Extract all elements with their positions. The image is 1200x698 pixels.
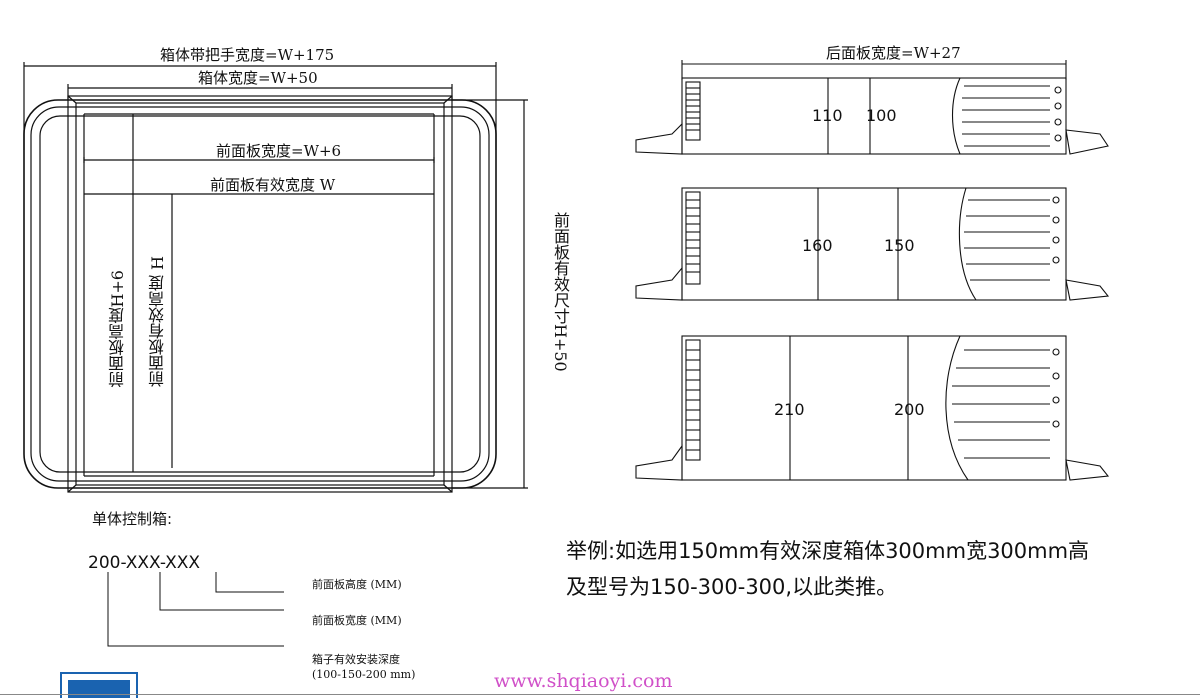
overall-width-label: 箱体带把手宽度=W+175: [160, 46, 335, 64]
website-url[interactable]: www.shqiaoyi.com: [494, 670, 673, 692]
legend-front-panel-width: 前面板宽度 (MM): [312, 614, 402, 627]
side-view-2-inner-depth: 150: [884, 236, 915, 255]
legend-install-depth-values: (100-150-200 mm): [312, 668, 416, 681]
example-line-1: 举例:如选用150mm有效深度箱体300mm宽300mm高: [566, 539, 1090, 563]
side-view-2-outer-depth: 160: [802, 236, 833, 255]
side-view-3: [635, 335, 1110, 481]
brand-logo: [60, 672, 138, 698]
side-view-3-outer-depth: 210: [774, 400, 805, 419]
footer-divider: [0, 694, 1200, 695]
side-view-1-inner-depth: 100: [866, 106, 897, 125]
front-panel-width-label: 前面板宽度=W+6: [216, 142, 342, 160]
front-panel-effective-size-label: 前面板有效尺寸H+50: [551, 212, 570, 372]
side-view-3-inner-depth: 200: [894, 400, 925, 419]
model-code: 200-XXX-XXX: [88, 553, 201, 573]
body-width-label: 箱体宽度=W+50: [198, 69, 318, 87]
example-line-2: 及型号为150-300-300,以此类推。: [566, 575, 898, 599]
front-panel-effective-width-label: 前面板有效宽度 W: [210, 176, 336, 194]
side-view-1: [635, 77, 1109, 155]
side-view-2: [635, 187, 1110, 301]
side-view-1-outer-depth: 110: [812, 106, 843, 125]
rear-panel-width-label: 后面板宽度=W+27: [826, 44, 961, 62]
legend-install-depth: 箱子有效安装深度: [312, 653, 400, 666]
model-code-title: 单体控制箱:: [92, 510, 173, 528]
legend-front-panel-height: 前面板高度 (MM): [312, 578, 402, 591]
